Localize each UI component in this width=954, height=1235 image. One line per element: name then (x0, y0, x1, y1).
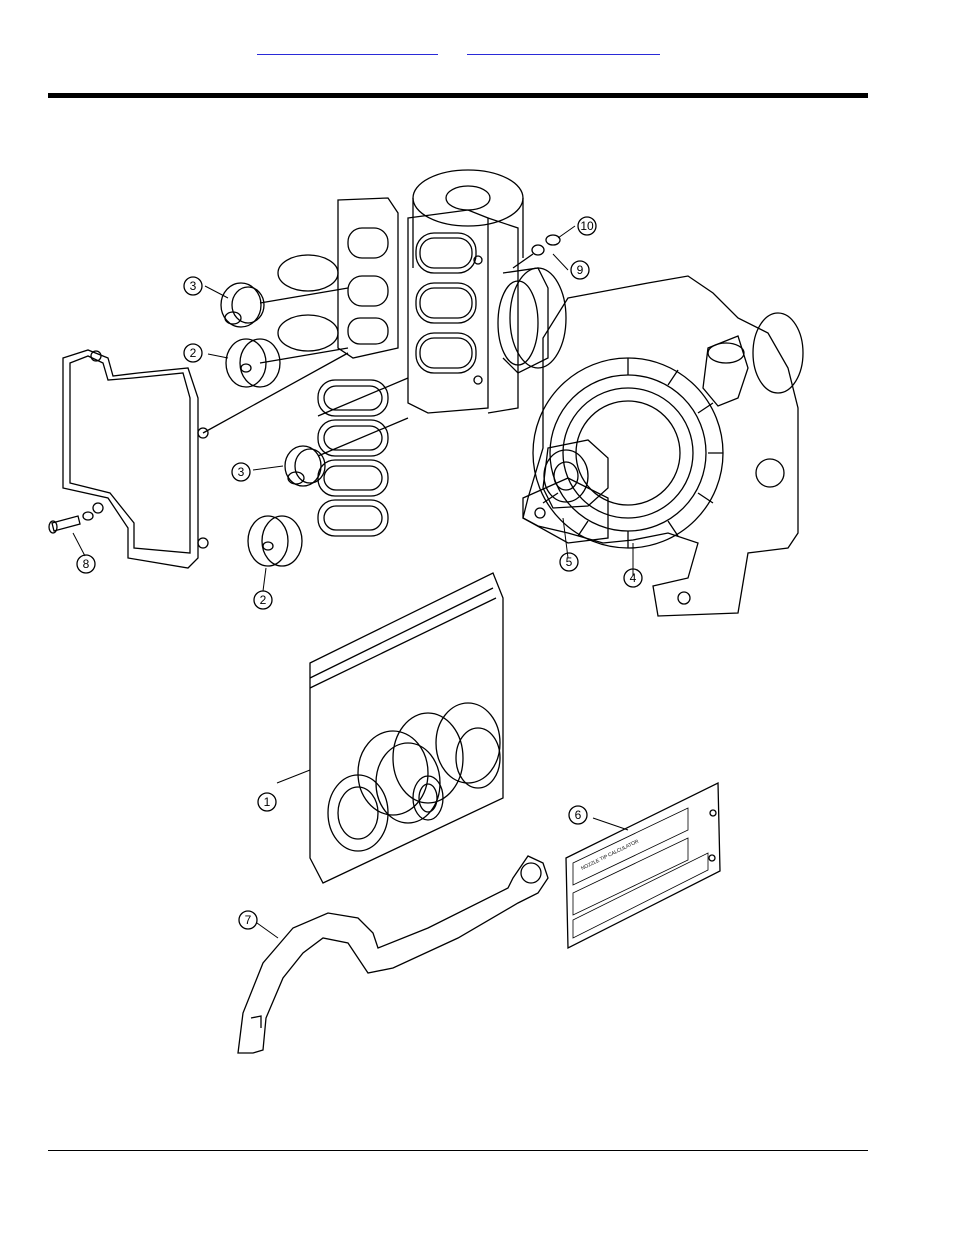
callout-7: 7 (239, 911, 257, 929)
callout-2-upper: 2 (184, 344, 202, 362)
piston-cup-lower (285, 446, 325, 486)
nozzle-tip-calculator-decal: NOZZLE TIP CALCULATOR (566, 783, 720, 948)
svg-text:2: 2 (260, 593, 267, 607)
svg-text:8: 8 (83, 557, 90, 571)
svg-text:9: 9 (577, 263, 584, 277)
o-rings-lower (318, 378, 408, 536)
callout-10: 10 (578, 217, 596, 235)
svg-text:5: 5 (566, 555, 573, 569)
svg-text:6: 6 (575, 808, 582, 822)
callout-2-lower: 2 (254, 591, 272, 609)
callout-bubbles: 10 9 3 2 3 8 2 5 (77, 217, 642, 929)
pump-manifold (338, 170, 566, 413)
piston-disc-lower (248, 516, 302, 566)
top-rule (48, 93, 868, 98)
callout-5: 5 (560, 553, 578, 571)
svg-text:10: 10 (580, 219, 594, 233)
svg-text:3: 3 (238, 465, 245, 479)
callout-3-upper: 3 (184, 277, 202, 295)
seal-kit-bag (310, 573, 503, 883)
header-link-left[interactable] (257, 38, 438, 55)
spanner-wrench (238, 856, 548, 1053)
svg-text:1: 1 (264, 795, 271, 809)
cover-plate (63, 350, 348, 568)
piston-disc-upper (226, 339, 280, 387)
o-rings-upper (260, 255, 348, 363)
svg-text:4: 4 (630, 571, 637, 585)
callout-1: 1 (258, 793, 276, 811)
callout-8: 8 (77, 555, 95, 573)
svg-text:7: 7 (245, 913, 252, 927)
callout-6: 6 (569, 806, 587, 824)
exploded-parts-diagram: NOZZLE TIP CALCULATOR 10 9 3 (48, 158, 828, 1063)
callout-4: 4 (624, 569, 642, 587)
piston-cup-upper (221, 283, 264, 327)
callout-3-lower: 3 (232, 463, 250, 481)
header-link-right[interactable] (467, 38, 660, 55)
svg-text:3: 3 (190, 279, 197, 293)
callout-leaders (73, 226, 633, 938)
bottom-rule (48, 1150, 868, 1151)
bolt (49, 512, 93, 533)
callout-9: 9 (571, 261, 589, 279)
svg-text:2: 2 (190, 346, 197, 360)
nut-and-washer (513, 235, 560, 268)
